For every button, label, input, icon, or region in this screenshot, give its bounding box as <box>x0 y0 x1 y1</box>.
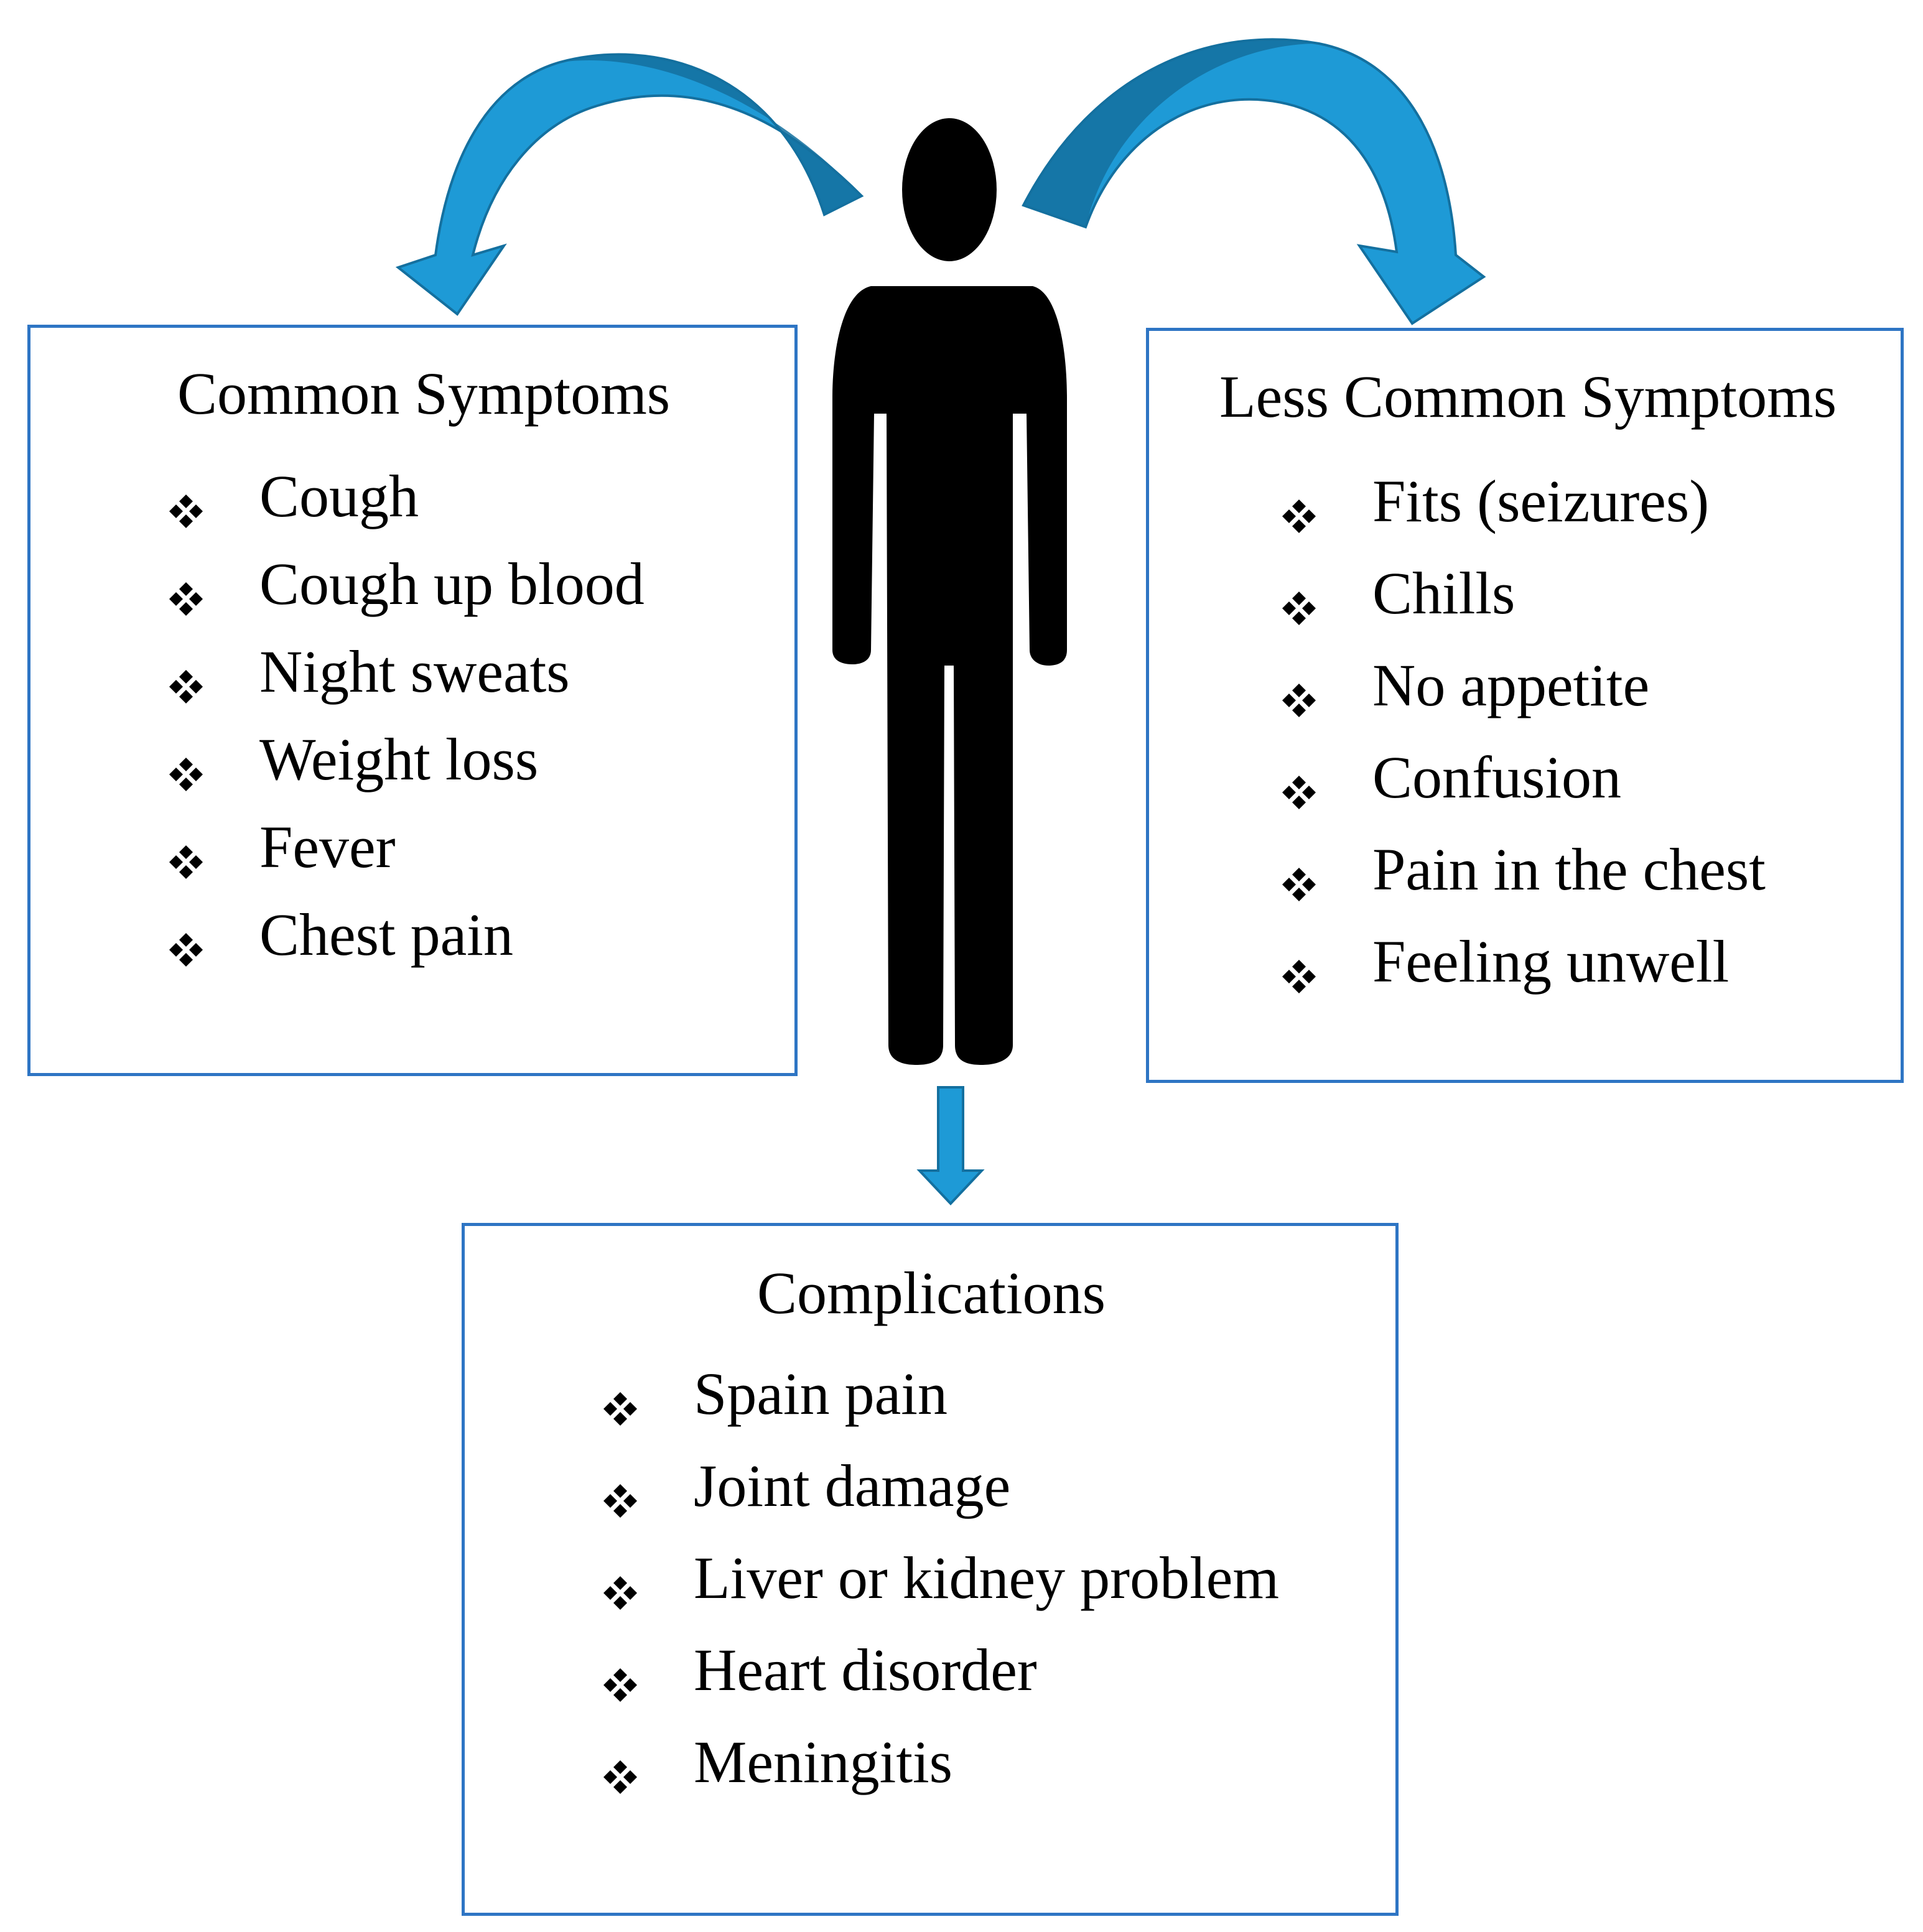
list-item-label: Liver or kidney problem <box>694 1544 1280 1611</box>
down-arrow-icon <box>916 1086 985 1205</box>
four-diamond-bullet-icon <box>603 1745 638 1794</box>
list-item-label: Heart disorder <box>694 1637 1037 1703</box>
list-item: Feeling unwell <box>1282 916 1766 1008</box>
curved-arrow-icon <box>1022 38 1486 325</box>
list-item-label: Pain in the chest <box>1372 836 1766 903</box>
list-item: No appetite <box>1282 639 1766 731</box>
less-common-symptoms-box: Less Common Symptoms Fits (seizures) Chil… <box>1146 328 1904 1083</box>
list-item: Spain pain <box>603 1348 1279 1440</box>
list-item: Liver or kidney problem <box>603 1532 1279 1624</box>
four-diamond-bullet-icon <box>603 1377 638 1426</box>
four-diamond-bullet-icon <box>1282 576 1316 625</box>
four-diamond-bullet-icon <box>169 742 203 791</box>
list-item: Chest pain <box>169 891 645 978</box>
list-item: Heart disorder <box>603 1624 1279 1716</box>
list-item-label: Spain pain <box>694 1360 948 1427</box>
list-item-label: Cough up blood <box>259 550 645 617</box>
list-item-label: Cough <box>259 462 419 529</box>
list-item-label: Feeling unwell <box>1372 928 1730 995</box>
list-item: Chills <box>1282 547 1766 639</box>
four-diamond-bullet-icon <box>169 479 203 528</box>
list-item-label: Chills <box>1372 560 1516 626</box>
list-item: Night sweats <box>169 628 645 715</box>
list-item-label: Fever <box>259 813 396 880</box>
list-item: Pain in the chest <box>1282 824 1766 916</box>
list-item-label: No appetite <box>1372 652 1650 718</box>
list-item: Weight loss <box>169 715 645 803</box>
list-item: Joint damage <box>603 1440 1279 1532</box>
complications-title: Complications <box>757 1260 1106 1326</box>
curved-arrow-icon <box>395 53 864 316</box>
list-item: Fits (seizures) <box>1282 455 1766 547</box>
list-item: Cough up blood <box>169 540 645 628</box>
list-item-label: Chest pain <box>259 901 513 968</box>
list-item: Fever <box>169 803 645 891</box>
four-diamond-bullet-icon <box>603 1469 638 1518</box>
list-item-label: Weight loss <box>259 725 539 792</box>
four-diamond-bullet-icon <box>1282 668 1316 717</box>
four-diamond-bullet-icon <box>1282 760 1316 809</box>
list-item-label: Joint damage <box>694 1452 1011 1519</box>
four-diamond-bullet-icon <box>169 917 203 967</box>
less-common-symptoms-title: Less Common Symptoms <box>1219 363 1837 430</box>
four-diamond-bullet-icon <box>169 830 203 879</box>
common-symptoms-title: Common Symptoms <box>177 360 671 427</box>
four-diamond-bullet-icon <box>169 567 203 616</box>
four-diamond-bullet-icon <box>603 1561 638 1610</box>
four-diamond-bullet-icon <box>169 654 203 704</box>
four-diamond-bullet-icon <box>603 1653 638 1702</box>
list-item-label: Confusion <box>1372 744 1622 810</box>
list-item-label: Meningitis <box>694 1729 953 1795</box>
list-item-label: Night sweats <box>259 638 570 705</box>
list-item: Confusion <box>1282 731 1766 824</box>
four-diamond-bullet-icon <box>1282 852 1316 901</box>
person-silhouette-icon <box>832 118 1067 1065</box>
four-diamond-bullet-icon <box>1282 944 1316 993</box>
list-item-label: Fits (seizures) <box>1372 468 1710 534</box>
list-item: Meningitis <box>603 1716 1279 1808</box>
four-diamond-bullet-icon <box>1282 484 1316 533</box>
list-item: Cough <box>169 452 645 540</box>
